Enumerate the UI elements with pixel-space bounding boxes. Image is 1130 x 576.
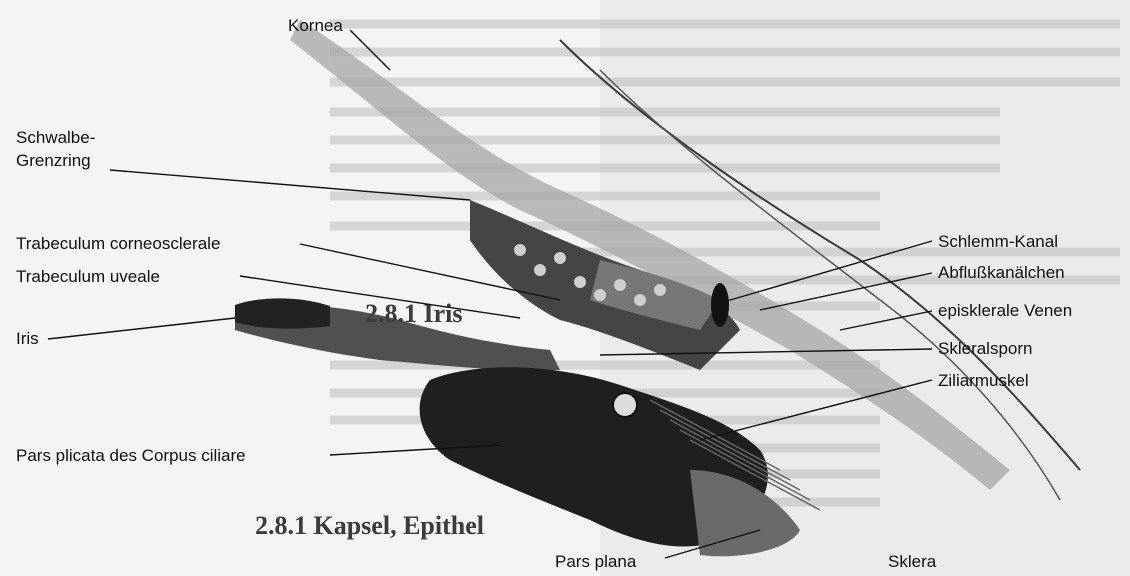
label-trabeculum-corneosclerale: Trabeculum corneosclerale — [16, 233, 220, 255]
bleed-heading-2: 2.8.1 Kapsel, Epithel — [255, 511, 484, 540]
ciliary-vessel — [613, 393, 637, 417]
label-kornea: Kornea — [288, 15, 343, 37]
label-pars-plana: Pars plana — [555, 551, 636, 573]
leader-iris — [48, 318, 235, 339]
label-episklerale-venen: episklerale Venen — [938, 300, 1072, 322]
label-schwalbe-line2: Grenzring — [16, 150, 91, 172]
label-abflusskanaelchen: Abflußkanälchen — [938, 262, 1065, 284]
label-iris: Iris — [16, 328, 39, 350]
bleed-heading-1: 2.8.1 Iris — [365, 299, 463, 328]
leader-schwalbe — [110, 170, 470, 200]
label-schlemm-kanal: Schlemm-Kanal — [938, 231, 1058, 253]
label-sklera: Sklera — [888, 551, 936, 573]
label-trabeculum-uveale: Trabeculum uveale — [16, 266, 160, 288]
label-pars-plicata: Pars plicata des Corpus ciliare — [16, 445, 246, 467]
label-ziliarmuskel: Ziliarmuskel — [938, 370, 1029, 392]
iris-tip — [235, 298, 330, 328]
label-skleralsporn: Skleralsporn — [938, 338, 1033, 360]
label-schwalbe-line1: Schwalbe- — [16, 127, 95, 149]
schlemm-canal-shape — [711, 283, 729, 327]
